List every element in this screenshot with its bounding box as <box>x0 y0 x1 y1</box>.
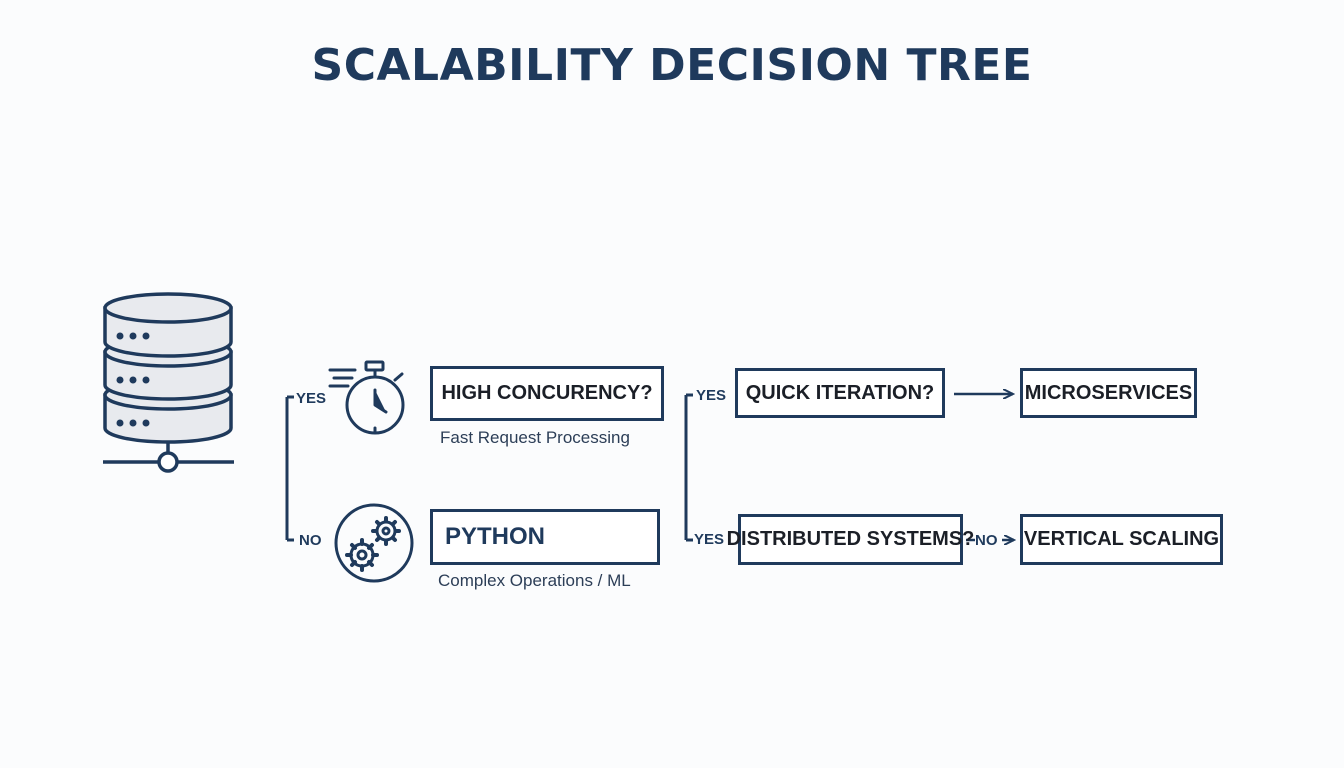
stopwatch-icon <box>328 360 405 435</box>
yes-label-top: YES <box>296 390 327 407</box>
vertical-scaling-node: VERTICAL SCALING <box>1020 514 1223 565</box>
quick-iteration-node: QUICK ITERATION? <box>735 368 945 418</box>
high-concurrency-node: HIGH CONCURENCY? <box>430 366 664 421</box>
yes-label-distributed: YES <box>694 531 725 548</box>
complex-operations-caption: Complex Operations / ML <box>438 571 631 590</box>
branch-bracket <box>684 393 693 542</box>
distributed-systems-node: DISTRIBUTED SYSTEMS? <box>727 514 974 565</box>
no-label-bottom: NO <box>299 532 322 549</box>
database-server-icon <box>103 292 234 473</box>
no-label-vertical: NO <box>975 532 998 549</box>
fast-request-caption: Fast Request Processing <box>440 428 630 447</box>
microservices-node: MICROSERVICES <box>1020 368 1197 418</box>
diagram-title: SCALABILITY DECISION TREE <box>311 40 1033 91</box>
yes-no-bracket <box>285 395 294 542</box>
yes-label-quick: YES <box>696 387 727 404</box>
python-node: PYTHON <box>430 509 660 565</box>
gears-icon <box>334 503 414 583</box>
